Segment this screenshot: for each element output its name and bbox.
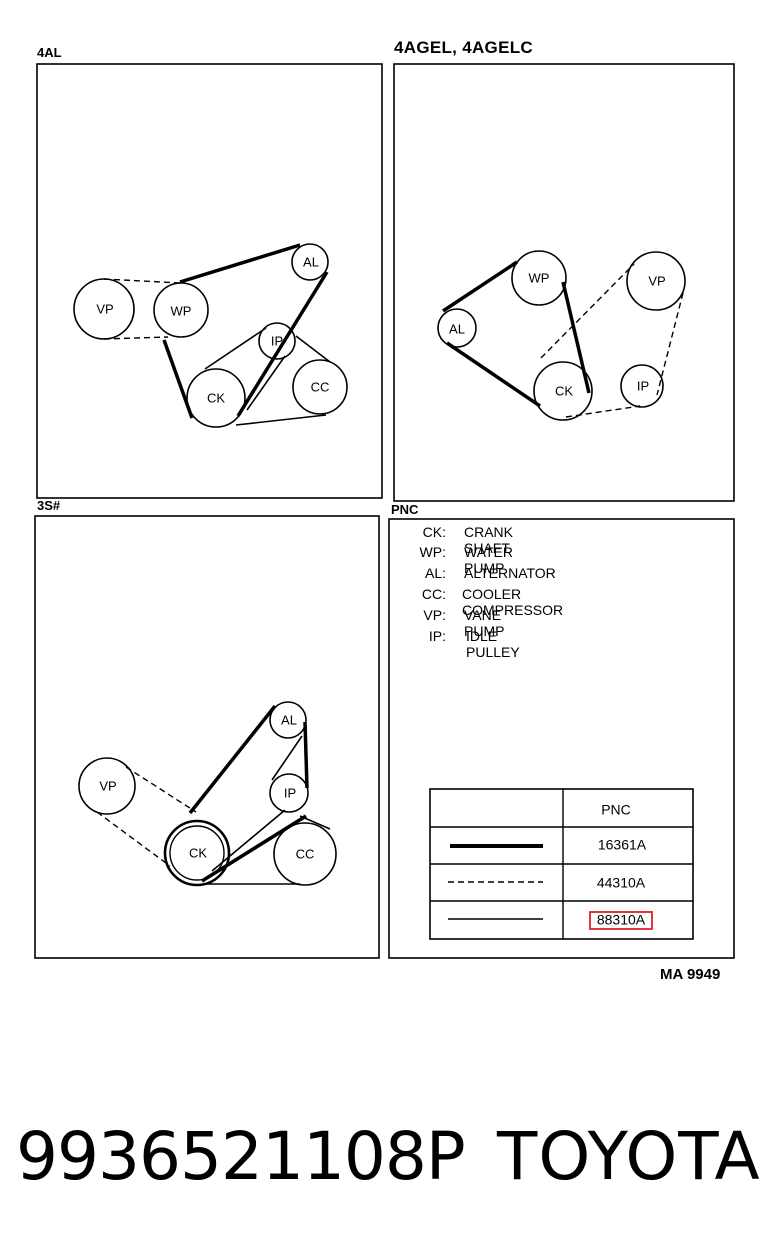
pulley-4agel-wp bbox=[511, 250, 567, 306]
panel-label-4agel: 4AGEL, 4AGELC bbox=[394, 38, 533, 57]
pulley-label: CK bbox=[189, 845, 207, 860]
belt-4al-thin-4 bbox=[246, 355, 286, 411]
pulley-3s-cc bbox=[273, 822, 337, 886]
belt-3s-thick-2 bbox=[303, 721, 309, 789]
pnc-header: PNC bbox=[601, 802, 631, 818]
legend-name: COOLER COMPRESSOR bbox=[462, 586, 564, 618]
part-number: 9936521108P bbox=[16, 1118, 466, 1195]
pulley-label: IP bbox=[637, 378, 649, 393]
legend-code: AL: bbox=[424, 565, 446, 581]
pnc-value: 16361A bbox=[598, 837, 647, 853]
pulley-label: VP bbox=[96, 301, 113, 316]
legend-code: CC: bbox=[421, 586, 446, 602]
figure-code: MA 9949 bbox=[660, 966, 721, 983]
belt-4al-thick-2 bbox=[236, 271, 329, 417]
panel-label-4al: 4AL bbox=[37, 45, 62, 60]
legend-name: IDLE PULLEY bbox=[466, 628, 520, 660]
pulley-4agel-ip bbox=[620, 364, 664, 408]
pulley-label: VP bbox=[648, 273, 665, 288]
belt-4agel-dashed-1 bbox=[540, 263, 635, 359]
pulley-4agel-al bbox=[437, 308, 477, 348]
belt-4agel-thick-2 bbox=[561, 281, 591, 394]
pulley-4al-cc bbox=[292, 359, 348, 415]
belt-3s-thick-1 bbox=[188, 704, 277, 815]
pulley-4al-ip bbox=[258, 322, 296, 360]
belt-diagram: VP WP AL IP CK CC WP AL VP CK IP AL VP I… bbox=[34, 63, 735, 959]
belt-4al-dashed-bottom bbox=[103, 336, 169, 340]
belt-3s-thin-2 bbox=[271, 735, 303, 781]
belt-3s-dashed-1 bbox=[125, 766, 197, 813]
belt-3s-dashed-2 bbox=[96, 811, 171, 867]
legend-name: WATER PUMP bbox=[464, 544, 513, 576]
pulley-label: AL bbox=[449, 321, 465, 336]
belt-4agel-dashed-3 bbox=[565, 405, 641, 418]
pulley-4al-al bbox=[291, 243, 329, 281]
belt-4al-thick-1 bbox=[179, 243, 301, 284]
pulley-4al-vp bbox=[73, 278, 135, 340]
pnc-value: 44310A bbox=[597, 875, 646, 891]
belt-4al-thin-1 bbox=[204, 327, 267, 370]
pnc-table-grid bbox=[429, 788, 694, 940]
belt-3s-thin-3 bbox=[299, 815, 331, 830]
legend-name: CRANK SHAFT bbox=[464, 524, 514, 556]
panel-frame-bottom-right bbox=[388, 518, 735, 959]
brand-name: TOYOTA bbox=[497, 1118, 760, 1195]
pulley-4agel-vp bbox=[626, 251, 686, 311]
legend-code: IP: bbox=[428, 628, 446, 644]
pulley-label: CC bbox=[311, 379, 330, 394]
legend-code: VP: bbox=[423, 607, 446, 623]
belt-4agel-thick-3 bbox=[446, 341, 541, 408]
pulley-legend: CK: CRANK SHAFT WP: WATER PUMP AL: ALTER… bbox=[400, 524, 730, 660]
pulley-4al-ck bbox=[186, 368, 246, 428]
pulley-4agel-ck bbox=[533, 361, 593, 421]
legend-name: VANE PUMP bbox=[464, 607, 505, 639]
pulley-label: IP bbox=[284, 785, 296, 800]
panel-frame-bottom-left bbox=[34, 515, 380, 959]
legend-code: CK: bbox=[422, 524, 446, 540]
belt-4al-thin-2 bbox=[295, 335, 331, 363]
pulley-4al-wp bbox=[153, 282, 209, 338]
pulley-label: CK bbox=[207, 390, 225, 405]
legend-code: WP: bbox=[419, 544, 446, 560]
pulley-3s-vp bbox=[78, 757, 136, 815]
pulley-3s-al bbox=[269, 701, 307, 739]
pulley-3s-ck-inner bbox=[169, 825, 225, 881]
legend-name: ALTERNATOR bbox=[464, 565, 556, 581]
belt-3s-thin-1 bbox=[211, 809, 286, 872]
highlight-box bbox=[589, 911, 653, 930]
pulley-label: WP bbox=[529, 270, 550, 285]
pulley-3s-ck-outer bbox=[163, 819, 231, 887]
pnc-value-highlighted[interactable]: 88310A bbox=[597, 912, 646, 928]
pulley-label: CK bbox=[555, 383, 573, 398]
pulley-label: AL bbox=[303, 254, 319, 269]
pulley-label: AL bbox=[281, 712, 297, 727]
belt-4agel-thick-1 bbox=[442, 260, 518, 313]
belt-4al-thin-3 bbox=[235, 414, 327, 426]
pulley-label: IP bbox=[271, 333, 283, 348]
panel-label-pnc: PNC bbox=[391, 502, 419, 517]
panel-frame-top-right bbox=[393, 63, 735, 502]
panel-frame-top-left bbox=[36, 63, 383, 499]
panel-label-3s: 3S# bbox=[37, 498, 61, 513]
pulley-3s-ip bbox=[269, 773, 309, 813]
pulley-label: CC bbox=[296, 846, 315, 861]
pulley-label: VP bbox=[99, 778, 116, 793]
belt-4al-dashed-top bbox=[103, 278, 181, 284]
belt-4agel-dashed-2 bbox=[656, 292, 684, 396]
pulley-label: WP bbox=[171, 303, 192, 318]
